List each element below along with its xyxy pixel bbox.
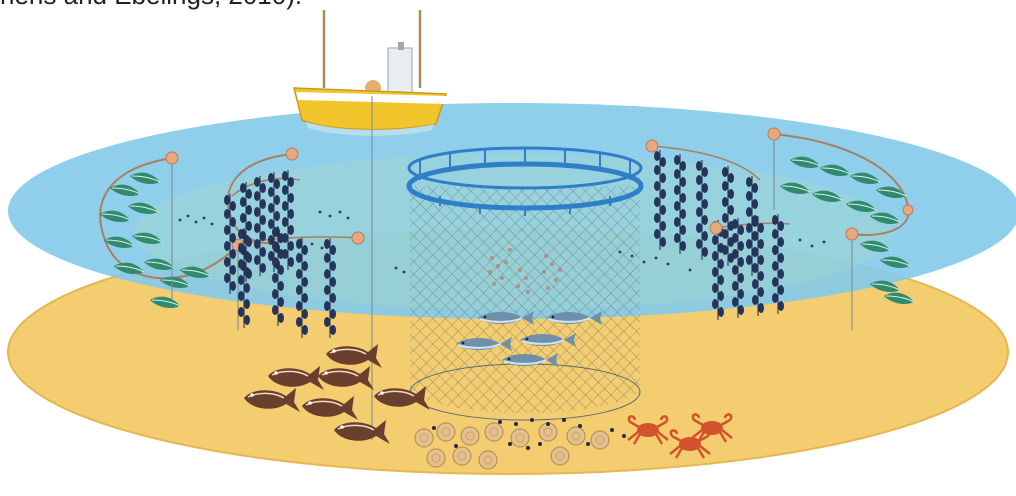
- fish-cage: [409, 148, 641, 420]
- buoy: [903, 205, 913, 215]
- buoy: [768, 128, 780, 140]
- buoy: [286, 148, 298, 160]
- buoy: [166, 152, 178, 164]
- buoy: [846, 228, 858, 240]
- buoy: [352, 232, 364, 244]
- buoy: [646, 140, 658, 152]
- buoy: [710, 222, 722, 234]
